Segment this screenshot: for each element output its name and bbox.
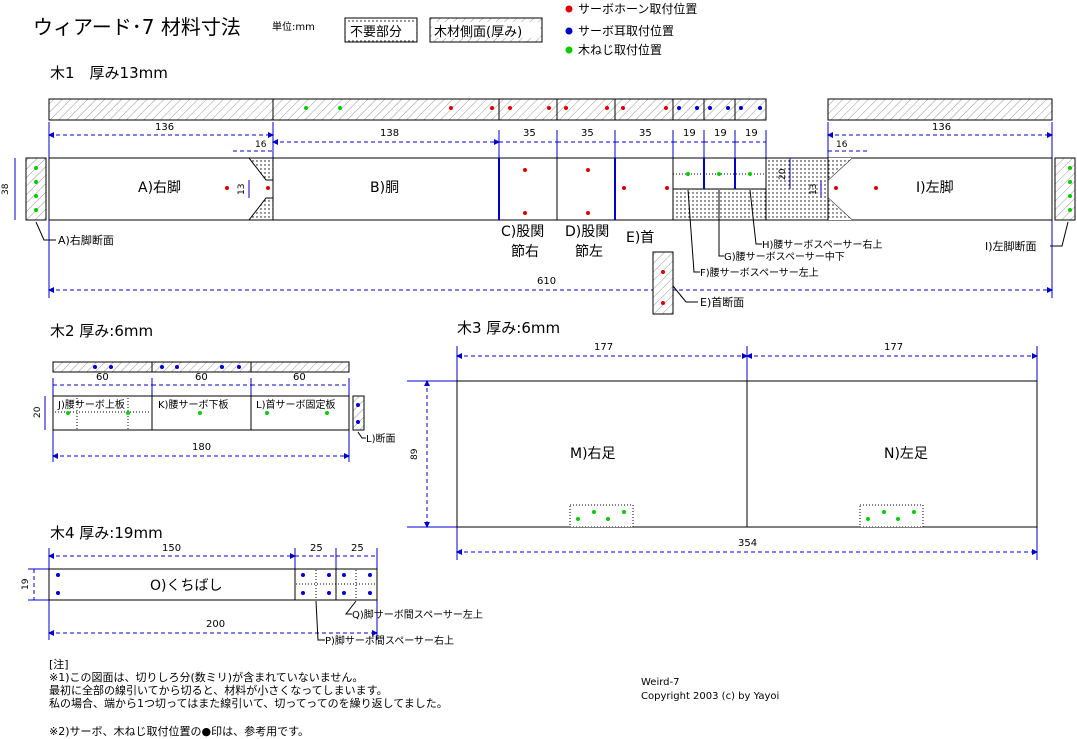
legend-blue-dot [565, 27, 573, 35]
dim-60-c: 60 [293, 372, 306, 383]
board2-main [52, 395, 350, 431]
part-j-label: J)腰サーボ上板 [57, 398, 125, 411]
note-2: 最初に全部の線引いてから切ると、材料が小さくなってしまいます。 [49, 683, 388, 697]
dim-60-a: 60 [96, 372, 109, 383]
part-c-label: C)股関 [501, 224, 544, 240]
section-e [652, 251, 698, 315]
callout-i-section: I)左脚断面 [985, 239, 1037, 253]
board3-dims [407, 346, 1038, 560]
legend-blue-label: サーボ耳取付位置 [578, 23, 674, 38]
dim-13-left: 13 [237, 184, 247, 195]
board4-dims [28, 548, 378, 640]
dim-60-b: 60 [195, 372, 208, 383]
dim-25-b: 25 [351, 543, 364, 554]
dim-19-c: 19 [745, 128, 758, 139]
callout-g: G)腰サーボスペーサー中下 [724, 250, 845, 263]
dim-177-a: 177 [594, 342, 613, 353]
board1-main [48, 157, 1053, 221]
part-k-label: K)腰サーボ下板 [158, 398, 228, 411]
board2-title: 木2 厚み:6mm [50, 322, 153, 340]
callout-f: F)腰サーボスペーサー左上 [700, 266, 819, 279]
section-l [352, 395, 366, 439]
note-1: ※1)この図面は、切りしろ分(数ミリ)が含まれていないません。 [49, 670, 363, 684]
board4-main [48, 568, 378, 641]
board3-title: 木3 厚み:6mm [457, 319, 560, 337]
notes-head: [注] [49, 657, 69, 671]
part-n-label: N)左足 [884, 446, 928, 462]
board1-side-strip [48, 98, 1053, 121]
part-d-label: D)股関 [565, 224, 609, 240]
note-3: 私の場合、端から1つ切ってはまた線引いて、切ってってのを繰り返してました。 [49, 696, 448, 710]
dim-35-c: 35 [639, 128, 652, 139]
board4-title: 木4 厚み:19mm [50, 524, 163, 542]
dim-177-b: 177 [884, 342, 903, 353]
dim-16-right: 16 [836, 140, 848, 150]
part-o-label: O)くちばし [150, 578, 222, 594]
callout-p: P)脚サーボ間スペーサー右上 [325, 634, 454, 647]
board1-small-dims [248, 158, 822, 198]
part-c-label-2: 節右 [511, 243, 539, 260]
part-d-label-2: 節左 [575, 243, 603, 260]
part-e-label: E)首 [626, 230, 654, 246]
unit-label: 単位:mm [272, 20, 315, 33]
legend-red-dot [565, 5, 573, 13]
dim-25-a: 25 [310, 543, 323, 554]
legend-green-dot [565, 46, 573, 54]
part-m-label: M)右足 [570, 446, 616, 462]
callout-e-section: E)首断面 [700, 295, 744, 309]
dim-610: 610 [537, 276, 556, 287]
spacer-callouts [687, 189, 762, 273]
legend-red-label: サーボホーン取付位置 [578, 1, 697, 16]
dim-150: 150 [162, 543, 181, 554]
part-i-label: I)左脚 [916, 180, 954, 196]
dim-19-a: 19 [683, 128, 696, 139]
section-i [1050, 157, 1076, 247]
dim-200: 200 [206, 619, 225, 630]
note-4: ※2)サーボ、木ねじ取付位置の●印は、参考用です。 [49, 724, 309, 738]
dim-19-board4: 19 [21, 578, 31, 590]
dim-20-board2: 20 [33, 406, 43, 418]
copyright-line: Copyright 2003 (c) by Yayoi [641, 691, 779, 702]
copyright-name: Weird-7 [641, 677, 680, 688]
dim-35-b: 35 [581, 128, 594, 139]
board1-title: 木1 厚み13mm [50, 64, 168, 82]
dim-13-right: 13 [809, 184, 819, 195]
dim-20: 20 [778, 168, 788, 180]
callout-q: Q)脚サーボ間スペーサー左上 [352, 608, 483, 621]
dim-138: 138 [380, 128, 399, 139]
dim-19-b: 19 [714, 128, 727, 139]
board2-side-strip [52, 361, 350, 373]
dim-180: 180 [192, 442, 211, 453]
dim-16-left: 16 [255, 140, 267, 150]
callout-h: H)腰サーボスペーサー右上 [762, 238, 883, 251]
dim-136-right: 136 [932, 122, 951, 133]
dim-354: 354 [738, 538, 757, 549]
page-title: ウィアード･7 材料寸法 [33, 15, 241, 39]
dim-38: 38 [1, 183, 11, 195]
legend-unneeded-label: 不要部分 [350, 25, 402, 40]
callout-a-section: A)右脚断面 [58, 233, 114, 247]
section-a [14, 157, 56, 241]
callout-l-section: L)断面 [366, 432, 395, 445]
part-l-label: L)首サーボ固定板 [256, 398, 335, 411]
board3-main [456, 380, 1038, 528]
dim-136-left: 136 [155, 122, 174, 133]
dim-89: 89 [410, 448, 420, 460]
part-a-label: A)右脚 [138, 180, 181, 196]
dim-35-a: 35 [523, 128, 536, 139]
board1-dim-row [48, 122, 1053, 160]
legend-side-label: 木材側面(厚み) [434, 25, 522, 40]
part-b-label: B)胴 [370, 180, 399, 196]
board2-dims [44, 378, 350, 462]
legend-green-label: 木ねじ取付位置 [578, 42, 662, 57]
